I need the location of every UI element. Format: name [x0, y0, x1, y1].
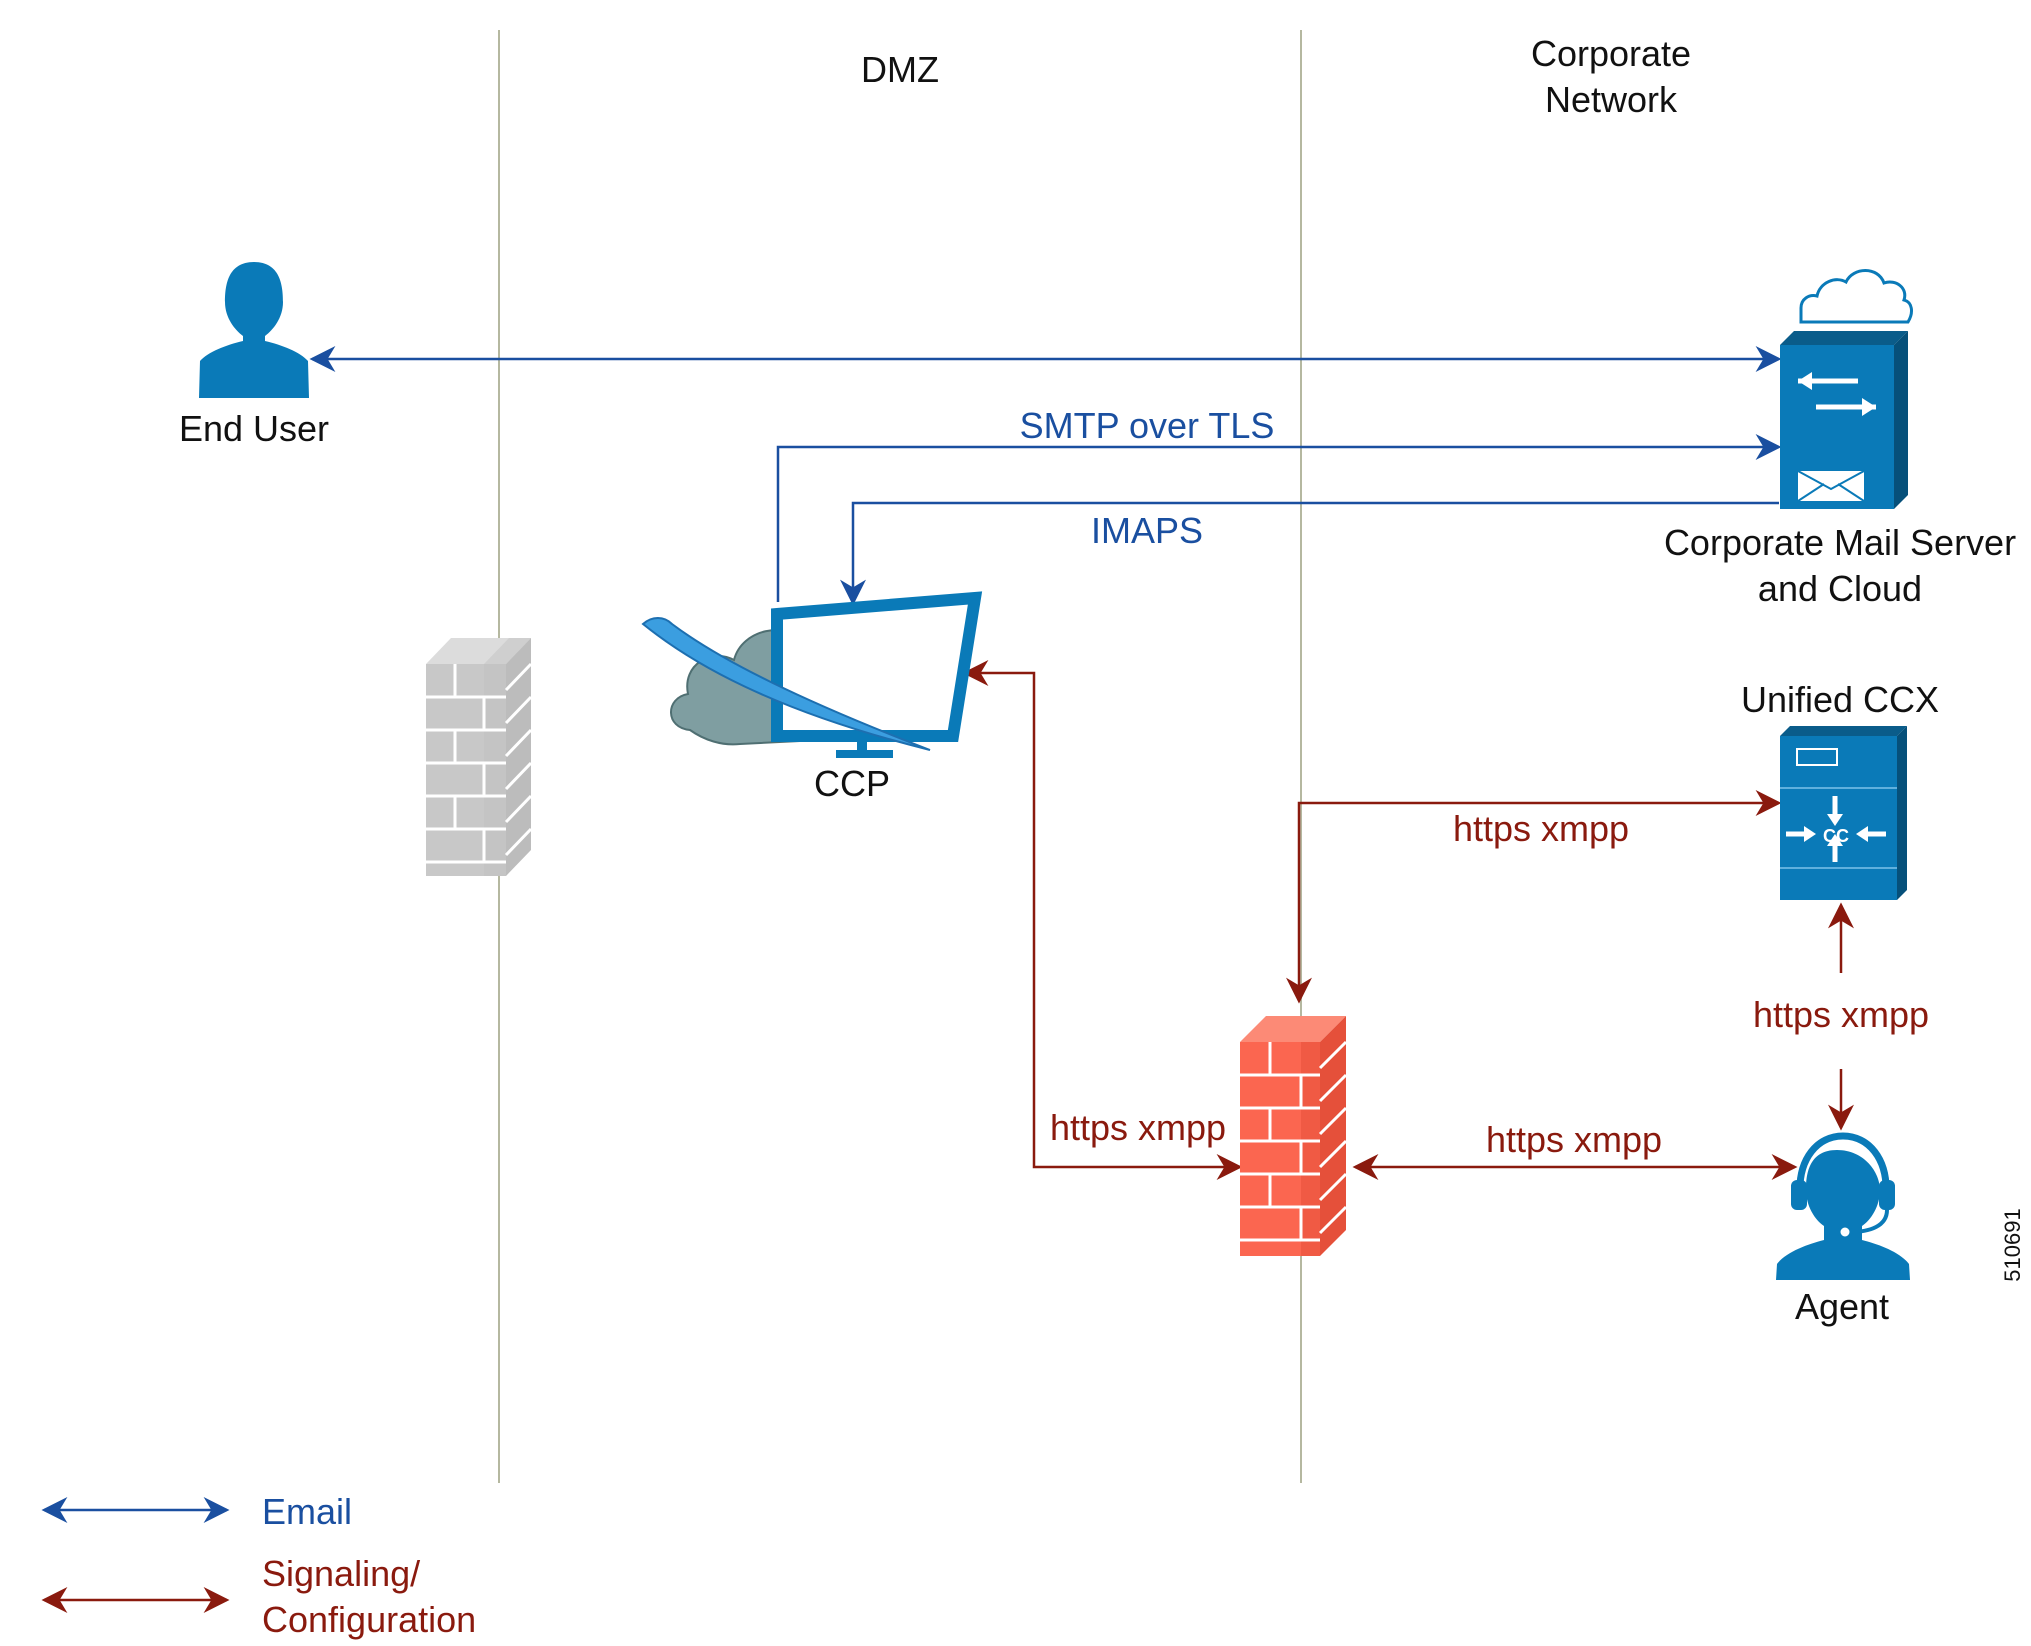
link-ccp-fw-label: https xmpp [1050, 1107, 1226, 1148]
end-user-label: End User [179, 408, 329, 449]
mail-server-label: Corporate Mail Server [1664, 522, 2016, 563]
legend: Email Signaling/ Configuration [41, 1491, 476, 1640]
link-smtp [776, 434, 1782, 602]
end-user-icon [199, 262, 309, 398]
unified-ccx-icon: CC [1780, 726, 1907, 900]
link-fw-agent-label: https xmpp [1486, 1119, 1662, 1160]
link-smtp-label: SMTP over TLS [1020, 405, 1275, 446]
link-agent-ccx-label: https xmpp [1753, 994, 1929, 1035]
ccp-label: CCP [814, 763, 890, 804]
corporate-firewall-icon [1240, 1016, 1348, 1256]
link-fw-ccx-label: https xmpp [1453, 808, 1629, 849]
zone-label-corporate: Corporate [1531, 33, 1691, 74]
agent-label: Agent [1795, 1286, 1889, 1327]
link-imaps [840, 501, 1779, 606]
link-ccp-fw [962, 660, 1243, 1180]
ccx-badge-text: CC [1823, 826, 1849, 846]
mail-server-label-2: and Cloud [1758, 568, 1922, 609]
figure-id: 510691 [2000, 1208, 2025, 1281]
zone-label-dmz: DMZ [861, 49, 939, 90]
link-fw-ccx [1286, 790, 1782, 1004]
legend-configuration-label: Configuration [262, 1599, 476, 1640]
perimeter-firewall-icon [426, 638, 533, 876]
unified-ccx-label: Unified CCX [1741, 679, 1939, 720]
ccp-icon [641, 591, 983, 758]
legend-email-label: Email [262, 1491, 352, 1532]
legend-signaling-label: Signaling/ [262, 1553, 420, 1594]
mail-server-icon [1780, 269, 1913, 509]
link-imaps-label: IMAPS [1091, 510, 1203, 551]
zone-label-corporate-network: Network [1545, 79, 1678, 120]
agent-icon [1776, 1132, 1910, 1280]
